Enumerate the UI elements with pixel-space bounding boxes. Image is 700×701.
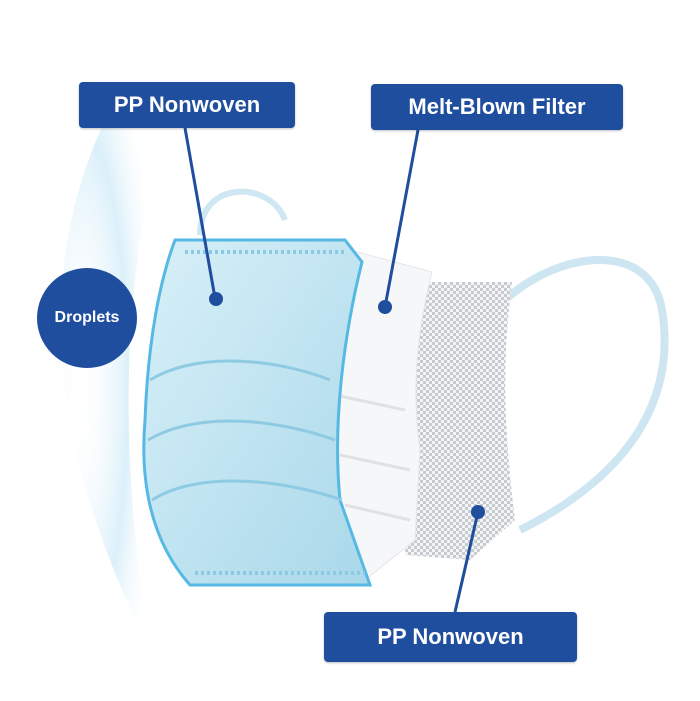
leader-middle [383, 129, 420, 308]
outer-layer-label: PP Nonwoven [79, 82, 295, 128]
filter-fold-3 [344, 503, 411, 522]
filter-fold-2 [339, 453, 411, 472]
pleat-2 [147, 419, 336, 442]
outer-layer [142, 238, 373, 587]
pleat-3 [151, 479, 343, 502]
dot-outer [209, 292, 223, 306]
middle-layer-label: Melt-Blown Filter [371, 84, 623, 130]
dot-middle [378, 300, 392, 314]
inner-layer-label: PP Nonwoven [324, 612, 577, 662]
filter-fold-1 [334, 393, 406, 412]
leader-outer [183, 127, 217, 299]
leader-inner [453, 511, 480, 613]
droplet-haze [60, 120, 160, 650]
filter-layer [329, 249, 433, 581]
ear-loop-right [502, 256, 669, 534]
ear-loop-back [197, 188, 288, 236]
mesh-layer [405, 282, 515, 560]
dot-inner [471, 505, 485, 519]
pleat-1 [149, 359, 331, 382]
droplets-badge: Droplets [37, 268, 137, 368]
